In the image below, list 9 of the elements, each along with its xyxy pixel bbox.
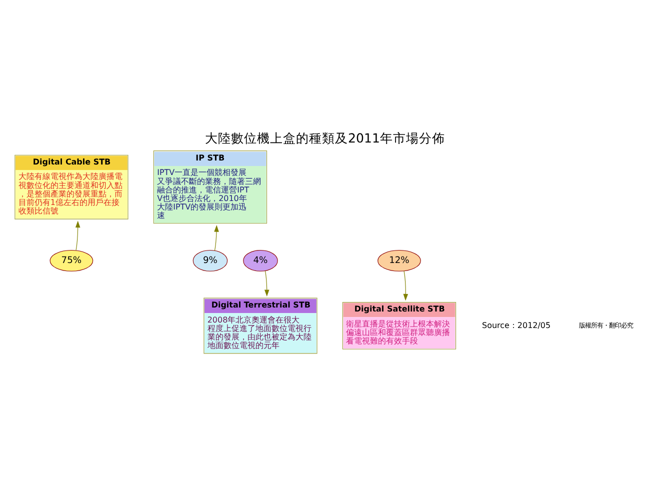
- node-ellipse: 12%: [378, 249, 421, 271]
- node-ellipse: 4%: [243, 249, 278, 271]
- arrow: [264, 270, 270, 296]
- arrow: [214, 224, 219, 250]
- node-ellipse: 75%: [50, 249, 94, 271]
- arrow: [75, 220, 80, 250]
- node-ellipse: 9%: [192, 249, 228, 271]
- diagram-title: 大陸數位機上盒的種類及2011年市場分佈: [205, 130, 445, 146]
- arrow: [403, 270, 408, 300]
